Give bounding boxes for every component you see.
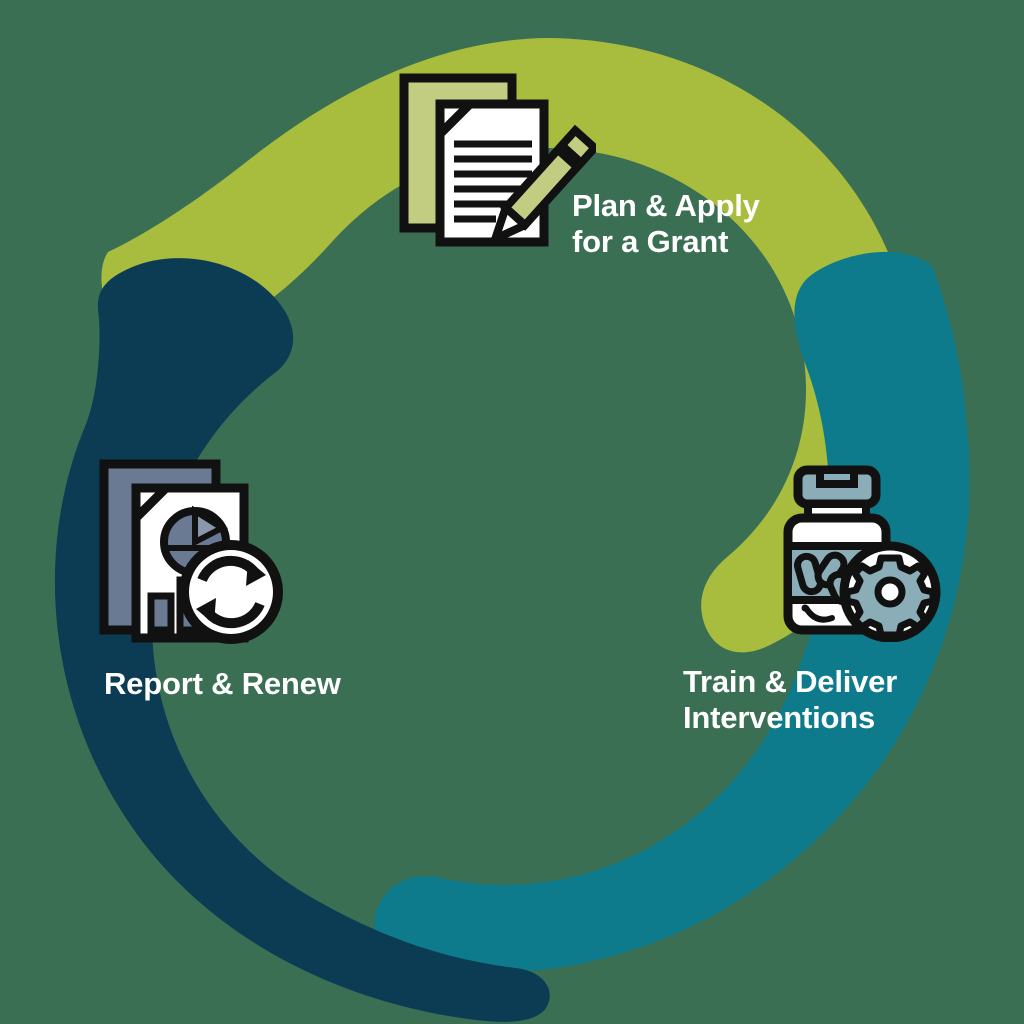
pill-bottle-gear-icon [762,462,942,642]
segment-shape-report[interactable] [54,258,550,1022]
segment-shape-train[interactable] [374,251,970,973]
document-pencil-icon [396,72,596,262]
report-chart-refresh-icon [96,456,296,648]
wheel-center-hole [316,316,708,708]
segment-shape-plan[interactable] [101,38,917,653]
